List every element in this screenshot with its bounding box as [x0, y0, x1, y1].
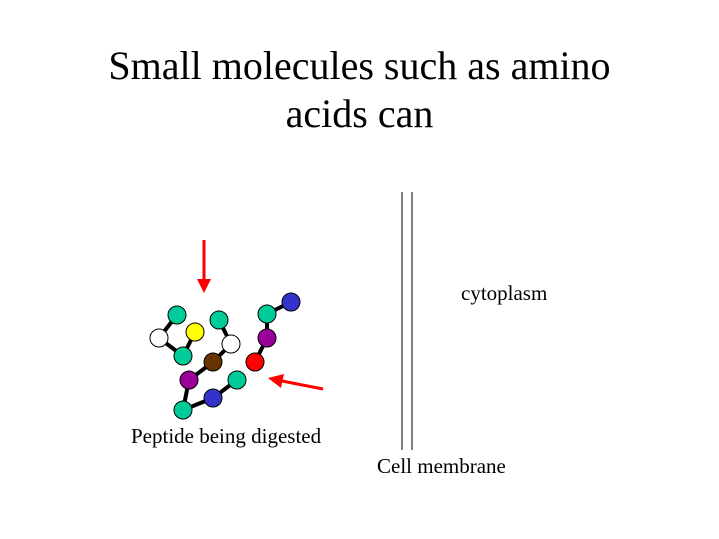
amino-acid-teal: [209, 310, 229, 330]
amino-acid-teal: [173, 400, 193, 420]
amino-acid-yellow: [185, 322, 205, 342]
amino-acid-brown: [203, 352, 223, 372]
arrow-left: [268, 374, 324, 391]
amino-acid-white: [221, 334, 241, 354]
cell-membrane-label: Cell membrane: [377, 454, 506, 478]
title-line-2: acids can: [285, 91, 434, 136]
amino-acid-white: [149, 328, 169, 348]
peptide-residues: [149, 292, 301, 420]
amino-acid-teal: [257, 304, 277, 324]
amino-acid-purple: [257, 328, 277, 348]
amino-acid-blue: [203, 388, 223, 408]
amino-acid-teal: [167, 305, 187, 325]
title-line-1: Small molecules such as amino: [108, 43, 611, 88]
slide-title: Small molecules such as amino acids can: [0, 42, 719, 138]
amino-acid-teal: [173, 346, 193, 366]
amino-acid-teal: [227, 370, 247, 390]
cytoplasm-label: cytoplasm: [461, 281, 548, 305]
amino-acid-red: [245, 352, 265, 372]
peptide-label: Peptide being digested: [131, 424, 322, 448]
arrow-down: [197, 240, 211, 293]
amino-acid-purple: [179, 370, 199, 390]
amino-acid-blue: [281, 292, 301, 312]
